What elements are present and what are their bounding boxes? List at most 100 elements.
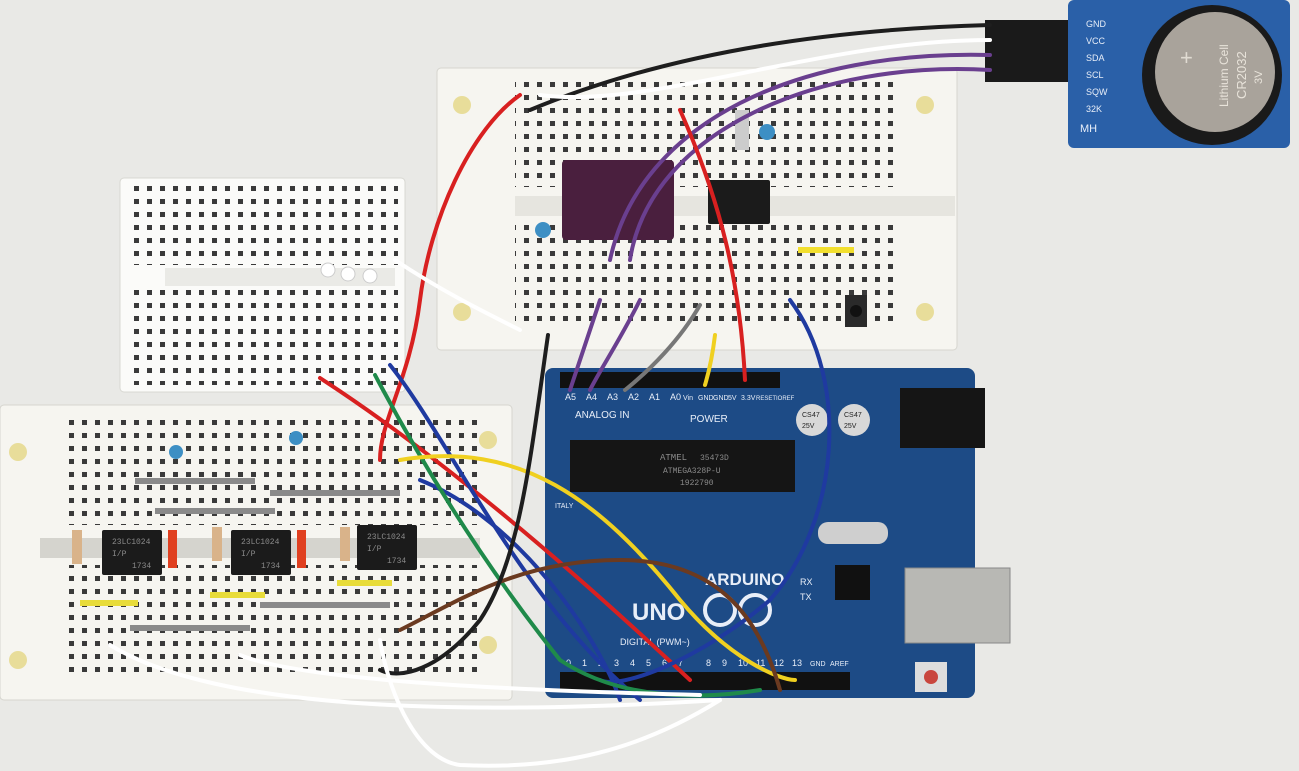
chip-label: 1734: [387, 557, 406, 566]
battery-text: Lithium Cell: [1217, 44, 1231, 107]
wire-purple: [608, 52, 992, 262]
eeprom-chip-2: 23LC1024 I/P 1734: [231, 530, 291, 575]
mount-hole: [916, 96, 934, 114]
pin-label: IOREF: [776, 396, 795, 402]
coin-cell-battery: + Lithium Cell CR2032 3V: [1155, 12, 1275, 132]
digital-label: DIGITAL (PWM~): [620, 637, 690, 647]
wire-purple: [588, 298, 642, 392]
svg-text:3: 3: [614, 658, 619, 668]
wire-purple: [628, 67, 992, 262]
pin-label: GND: [713, 395, 729, 402]
pin-label: A4: [586, 392, 597, 402]
resistor: [72, 530, 82, 564]
wires: [108, 23, 992, 768]
wire-white: [108, 643, 722, 710]
arduino-logo-text: ARDUINO: [705, 570, 784, 589]
breadboard-bottom: 23LC1024 I/P 1734 23LC1024 I/P 1734 23LC…: [0, 404, 513, 701]
svg-text:9: 9: [722, 658, 727, 668]
chip-label: I/P: [367, 545, 382, 554]
svg-text:CS: CS: [802, 412, 812, 419]
wire-white: [538, 38, 992, 100]
rtc-pin-label: SCL: [1086, 70, 1104, 80]
chip-label: 1734: [261, 562, 280, 571]
jumper-wire: [270, 490, 400, 496]
led: [320, 262, 336, 278]
eeprom-chip-3: 23LC1024 I/P 1734: [357, 525, 417, 570]
rtc-pin-label: 32K: [1086, 104, 1102, 114]
pin-label: A0: [670, 392, 681, 402]
jumper-wire: [135, 478, 255, 484]
mcu-chip: ATMEL 35473D ATMEGA328P-U 1922790: [570, 440, 795, 492]
pin-label: 5V: [728, 395, 737, 402]
eeprom-chip-1: 23LC1024 I/P 1734: [102, 530, 162, 575]
breadboard-small: [119, 177, 406, 393]
rtc-pin-label: GND: [1086, 19, 1107, 29]
svg-text:25V: 25V: [802, 423, 815, 430]
svg-text:10: 10: [738, 658, 748, 668]
svg-text:4: 4: [630, 658, 635, 668]
battery-text: CR2032: [1234, 51, 1249, 99]
pin-label: A2: [628, 392, 639, 402]
jumper-wire: [80, 600, 138, 606]
rtc-brand: MH: [1080, 123, 1097, 135]
svg-text:+: +: [1180, 45, 1193, 70]
power-label: POWER: [690, 414, 728, 425]
led: [362, 268, 378, 284]
pin-label: 3.3V: [741, 395, 756, 402]
rtc-pin-label: SDA: [1086, 53, 1105, 63]
uno-model-text: UNO: [632, 599, 685, 626]
power-header: [680, 372, 780, 388]
breadboard-top: [436, 67, 958, 351]
dc-power-jack[interactable]: [900, 388, 985, 448]
wire-yellow: [398, 454, 797, 682]
wire-black: [528, 23, 992, 112]
pin-label: A1: [649, 392, 660, 402]
made-in-label: ITALY: [555, 503, 574, 510]
svg-text:GND: GND: [810, 661, 826, 668]
pin-label: A3: [607, 392, 618, 402]
rtc-module: GND VCC SDA SCL SQW 32K MH + Lithium Cel…: [985, 0, 1290, 148]
chip-label: 23LC1024: [367, 533, 406, 542]
rx-label: RX: [800, 577, 813, 587]
svg-text:47: 47: [854, 412, 862, 419]
crystal: [818, 522, 888, 544]
svg-text:1922790: 1922790: [680, 479, 714, 488]
capacitor-1: CS 47 25V: [796, 404, 828, 436]
pin-label: Vin: [683, 395, 693, 402]
wire-brown: [398, 557, 782, 692]
resistor: [212, 527, 222, 561]
chip-label: I/P: [241, 550, 256, 559]
battery-text: 3V: [1253, 70, 1265, 84]
wire-white: [378, 638, 722, 768]
pin-label: GND: [698, 395, 714, 402]
resistor: [340, 527, 350, 561]
wire-yellow: [703, 333, 717, 387]
svg-text:35473D: 35473D: [700, 454, 729, 463]
capacitor-2: CS 47 25V: [838, 404, 870, 436]
jumper-wire: [337, 580, 392, 586]
svg-text:11: 11: [756, 658, 765, 668]
mount-hole: [916, 303, 934, 321]
chip-label: 23LC1024: [112, 538, 151, 547]
jumper-wire: [798, 247, 854, 253]
chip-label: 23LC1024: [241, 538, 280, 547]
pin-label: RESET: [756, 396, 776, 402]
pin-header-connector: [985, 20, 1070, 82]
wire-red: [378, 93, 522, 462]
reset-button[interactable]: [924, 670, 938, 684]
svg-text:7: 7: [678, 658, 683, 668]
arduino-uno-board: A5 A4 A3 A2 A1 A0 ANALOG IN Vin GND GND …: [545, 368, 1011, 698]
jumper-wire: [210, 592, 265, 598]
mount-hole: [453, 96, 471, 114]
svg-text:5: 5: [646, 658, 651, 668]
usb-b-port[interactable]: [904, 567, 1011, 644]
svg-text:25V: 25V: [844, 423, 857, 430]
svg-text:CS: CS: [844, 412, 854, 419]
svg-text:ATMEL: ATMEL: [660, 453, 687, 463]
svg-text:12: 12: [774, 658, 784, 668]
svg-text:0: 0: [566, 658, 571, 668]
wire-black: [378, 333, 550, 676]
wire-white: [393, 258, 522, 332]
pin-label: A5: [565, 392, 576, 402]
chip-label: 1734: [132, 562, 151, 571]
